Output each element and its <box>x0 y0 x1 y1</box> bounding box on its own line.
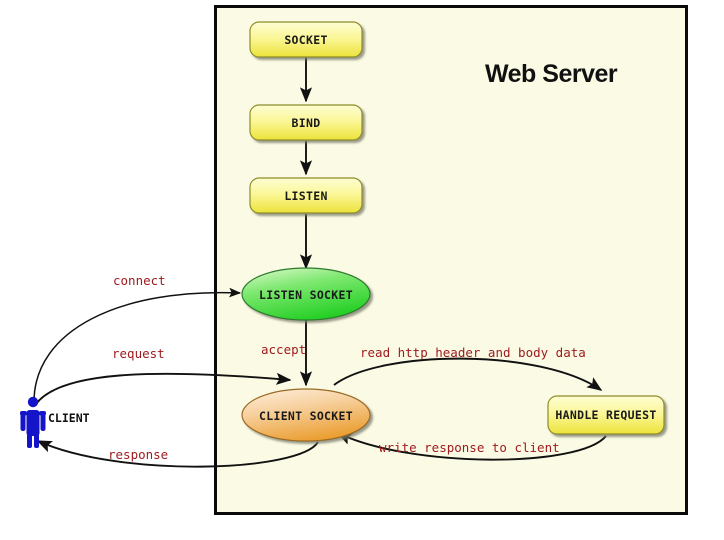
node-bind[interactable] <box>249 104 363 141</box>
node-bind-label: BIND <box>291 116 321 130</box>
edge-label-response: response <box>108 447 169 462</box>
edge-write-response <box>336 432 607 461</box>
edge-server-response <box>36 440 319 468</box>
edge-label-connect: connect <box>113 273 166 288</box>
node-listen[interactable] <box>249 177 363 214</box>
node-client-socket[interactable] <box>241 388 371 442</box>
edge-client-request <box>35 372 292 405</box>
page-title: Web Server <box>485 60 618 88</box>
node-listen-label: LISTEN <box>284 189 328 203</box>
edge-label-read-http: read http header and body data <box>360 345 586 360</box>
node-socket-label: SOCKET <box>284 33 328 47</box>
node-listen-socket-label: LISTEN SOCKET <box>259 288 353 302</box>
edge-label-request: request <box>112 346 165 361</box>
node-client-label: CLIENT <box>48 411 90 425</box>
node-handle-request[interactable] <box>547 395 665 435</box>
node-client-socket-label: CLIENT SOCKET <box>259 409 353 423</box>
node-socket[interactable] <box>249 21 363 58</box>
edge-client-connect <box>33 287 242 403</box>
node-listen-socket[interactable] <box>241 267 371 321</box>
person-icon <box>20 396 46 448</box>
node-handle-request-label: HANDLE REQUEST <box>555 408 657 422</box>
edge-label-accept: accept <box>261 342 307 357</box>
edge-label-write-response: write response to client <box>379 440 560 455</box>
edge-read-http <box>333 357 603 391</box>
